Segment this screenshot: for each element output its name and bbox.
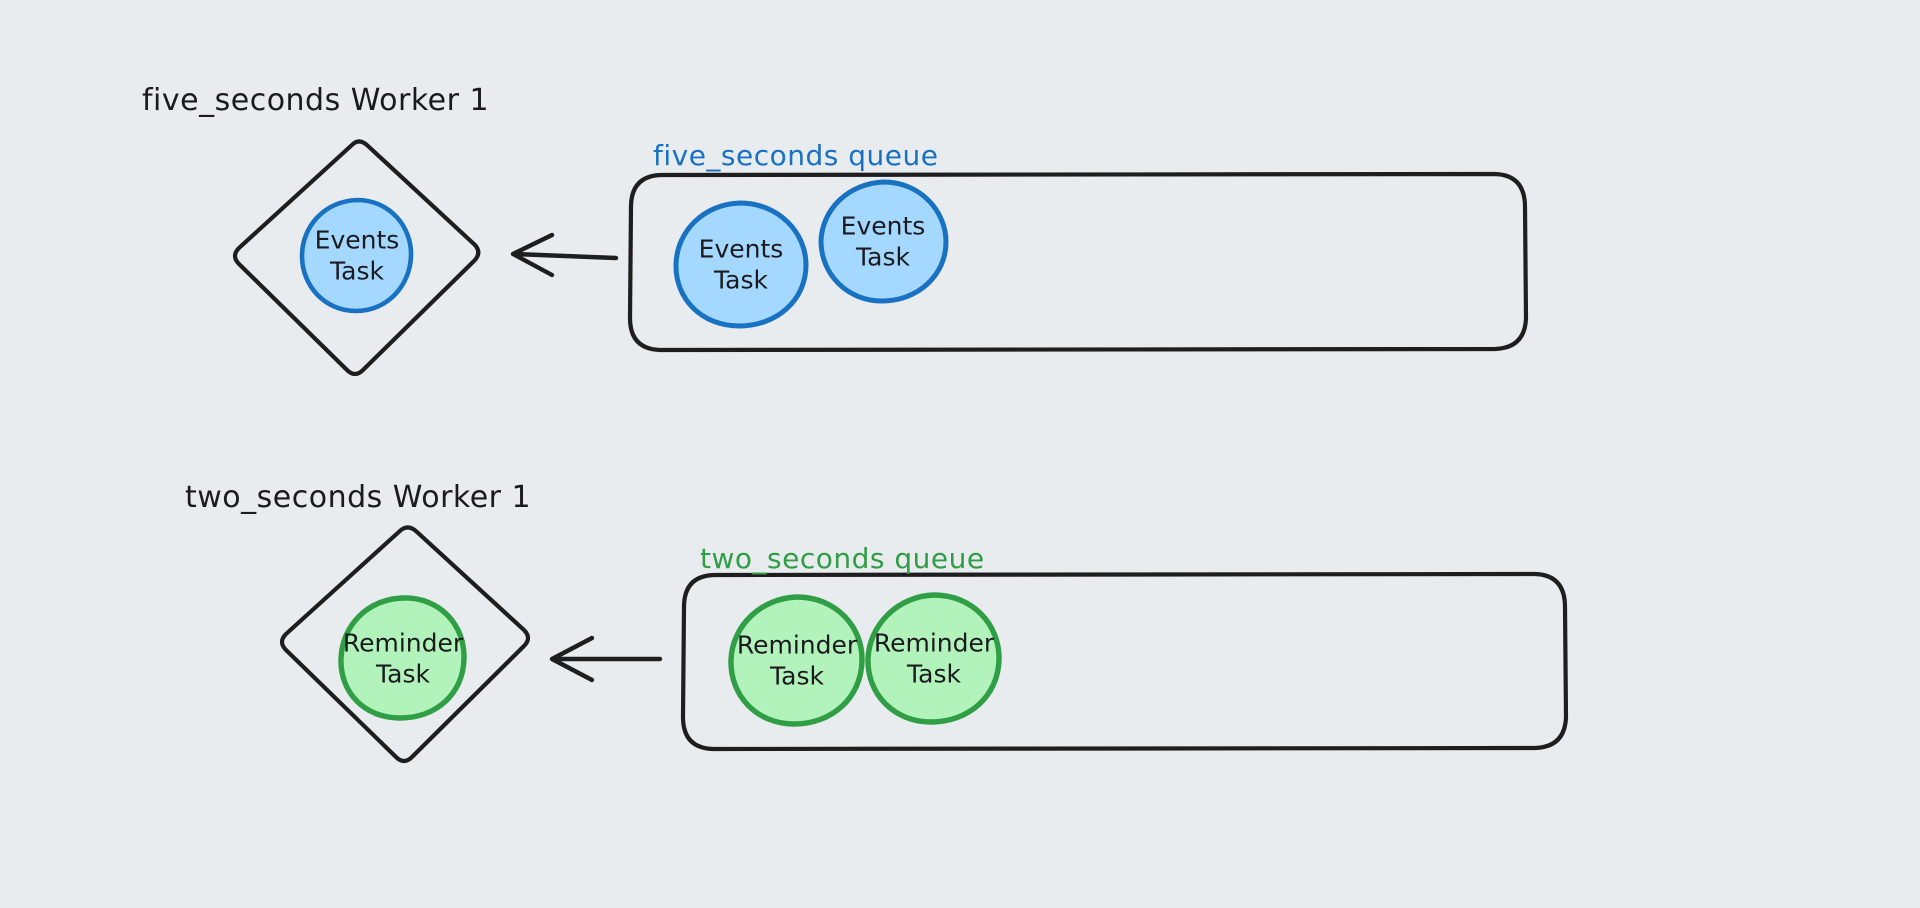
queue-task-circle-five-seconds-2[interactable] (818, 179, 949, 304)
queue-title-two-seconds: two_seconds queue (700, 542, 985, 575)
queue-container-five-seconds[interactable] (627, 171, 1529, 353)
worker-task-circle-five-seconds[interactable] (299, 197, 414, 314)
worker-diamond-five-seconds[interactable] (232, 139, 481, 377)
queue-task-circle-two-seconds-1[interactable] (728, 594, 865, 727)
queue-task-circle-five-seconds-1[interactable] (673, 200, 809, 329)
queue-container-two-seconds[interactable] (680, 571, 1569, 752)
worker-title-two-seconds: two_seconds Worker 1 (185, 480, 532, 515)
arrow-queue-to-worker-two-seconds (549, 635, 663, 683)
queue-task-circle-two-seconds-2[interactable] (865, 592, 1002, 725)
arrow-queue-to-worker-five-seconds (510, 232, 619, 278)
worker-title-five-seconds: five_seconds Worker 1 (142, 83, 490, 118)
queue-title-five-seconds: five_seconds queue (653, 139, 939, 172)
worker-task-circle-two-seconds[interactable] (338, 595, 467, 721)
worker-diamond-two-seconds[interactable] (279, 525, 531, 764)
